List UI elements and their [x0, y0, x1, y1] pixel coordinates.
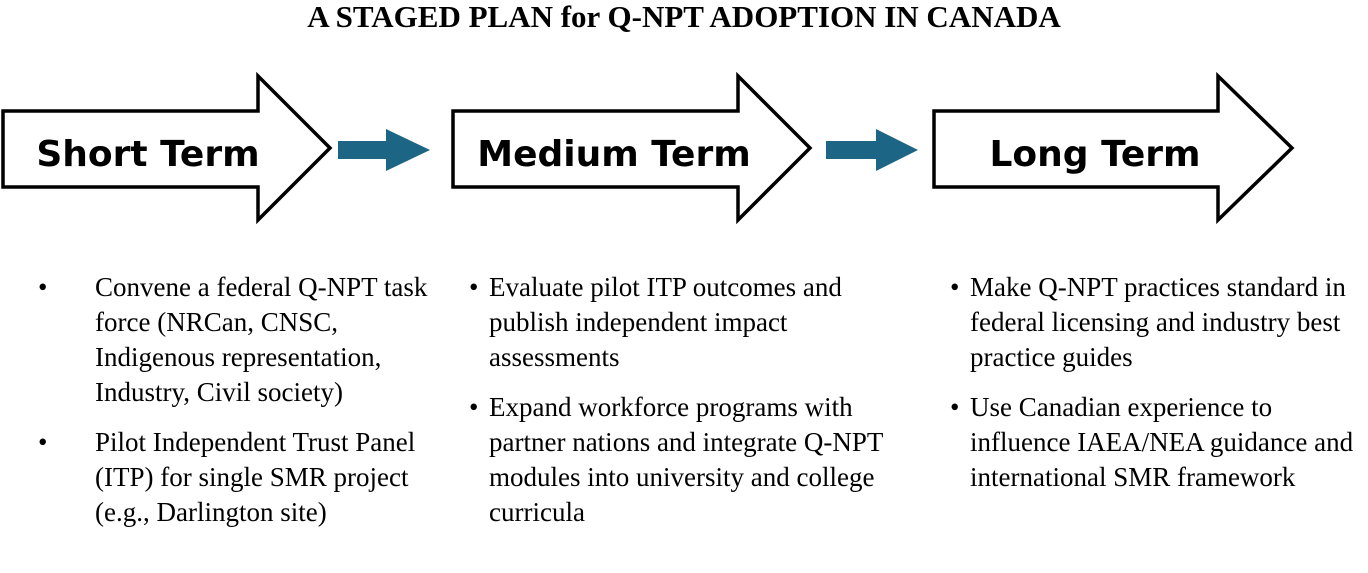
connector-arrow-icon [338, 129, 430, 171]
stage-arrow-medium-term: Medium Term [451, 71, 813, 225]
bullet-icon: • [469, 392, 479, 422]
bullet-icon: • [469, 272, 479, 302]
stage-arrow-long-term: Long Term [932, 71, 1295, 225]
bullet-icon: • [950, 392, 960, 422]
bullet-icon: • [950, 272, 960, 302]
connector-arrow-icon [826, 129, 918, 171]
bullet-icon: • [38, 427, 48, 457]
list-item: • Make Q-NPT practices standard in feder… [950, 272, 1346, 372]
short-term-actions: • Convene a federal Q-NPT task force (NR… [38, 270, 435, 545]
stage-label-medium-term: Medium Term [477, 134, 750, 175]
long-term-actions: • Make Q-NPT practices standard in feder… [950, 270, 1367, 510]
page-title: A STAGED PLAN for Q-NPT ADOPTION IN CANA… [307, 0, 1061, 34]
list-item: • Pilot Independent Trust Panel (ITP) fo… [38, 427, 416, 527]
stage-arrow-short-term: Short Term [1, 71, 333, 225]
stage-flow-diagram: Short Term Medium Term Long Term [1, 71, 1295, 225]
stage-label-short-term: Short Term [36, 134, 259, 175]
list-item: • Expand workforce programs with partner… [469, 392, 883, 527]
bullet-icon: • [38, 272, 48, 302]
list-item: • Evaluate pilot ITP outcomes and publis… [469, 272, 842, 372]
stage-label-long-term: Long Term [989, 134, 1200, 175]
list-item: • Use Canadian experience to influence I… [950, 392, 1354, 492]
list-item: • Convene a federal Q-NPT task force (NR… [38, 272, 428, 407]
medium-term-actions: • Evaluate pilot ITP outcomes and publis… [469, 270, 919, 545]
